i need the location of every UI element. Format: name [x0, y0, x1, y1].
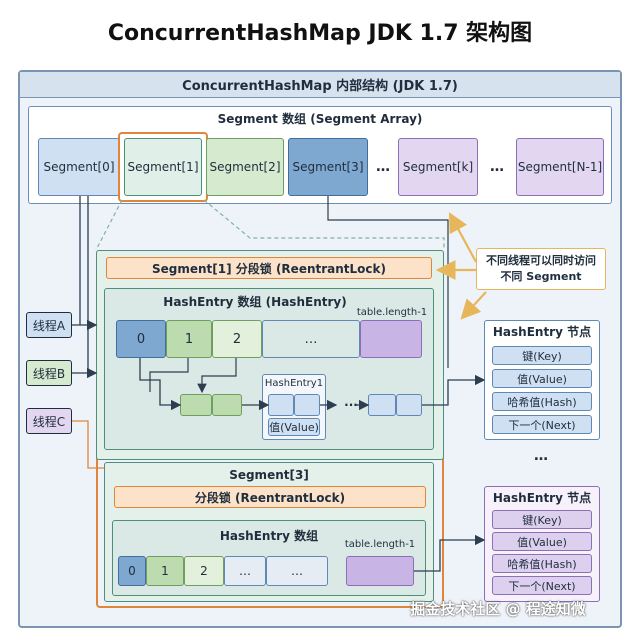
chain-tail-next — [396, 394, 422, 416]
node-1-value-field: 值(Value) — [492, 369, 592, 388]
hashentry-array-title: HashEntry 数组 (HashEntry) — [163, 294, 347, 309]
node-2-hash-field: 哈希值(Hash) — [492, 554, 592, 573]
segment-3-lock: 分段锁 (ReentrantLock) — [114, 486, 426, 508]
segment-ellipsis: … — [376, 159, 390, 175]
bucket-0: 0 — [116, 320, 166, 358]
segment-3-cell: Segment[3] — [288, 138, 368, 196]
bucket-last — [360, 320, 422, 358]
concurrency-callout: 不同线程可以同时访问 不同 Segment — [476, 248, 606, 290]
node-1-key-field: 键(Key) — [492, 346, 592, 365]
thread-c: 线程C — [26, 408, 72, 434]
segment-3-hashentry-title: HashEntry 数组 — [219, 528, 319, 543]
hashentry-1-value: 值(Value) — [268, 418, 320, 436]
segment-2-cell: Segment[2] — [206, 138, 284, 196]
segment-n-minus-1-cell: Segment[N-1] — [516, 138, 604, 196]
node-1-hash-field: 哈希值(Hash) — [492, 392, 592, 411]
node-2-key-field: 键(Key) — [492, 510, 592, 529]
node-2-value-field: 值(Value) — [492, 532, 592, 551]
chain-ellipsis: ··· — [344, 398, 358, 412]
segment-1-lock: Segment[1] 分段锁 (ReentrantLock) — [106, 257, 432, 279]
segment-3-bucket-1: 1 — [146, 556, 184, 586]
watermark: 掘金技术社区 @ 程途知微 — [410, 599, 586, 618]
bucket-2: 2 — [212, 320, 262, 358]
segment-1-cell: Segment[1] — [124, 138, 202, 196]
segment-3-bucket-0: 0 — [118, 556, 146, 586]
node-2-next-field: 下一个(Next) — [492, 576, 592, 595]
segment-3-bucket-ellipsis: … — [266, 556, 328, 586]
segment-3-bucket-2: 2 — [184, 556, 224, 586]
container-title: ConcurrentHashMap 内部结构 (JDK 1.7) — [20, 72, 620, 98]
bucket-1: 1 — [166, 320, 212, 358]
thread-b: 线程B — [26, 360, 72, 386]
node-gap-ellipsis: … — [534, 448, 548, 464]
hashentry-node-1-title: HashEntry 节点 — [492, 324, 592, 339]
segment-array-title: Segment 数组 (Segment Array) — [217, 111, 423, 126]
hashentry-1-label: HashEntry1 — [264, 377, 324, 389]
chain-node-next — [212, 394, 242, 416]
segment-3-bucket-last — [346, 556, 414, 586]
node-1-next-field: 下一个(Next) — [492, 415, 592, 434]
table-length-label: table.length-1 — [356, 306, 428, 318]
segment-3-title: Segment[3] — [229, 468, 309, 482]
segment-3-table-length: table.length-1 — [344, 538, 416, 550]
segment-3-bucket-ellipsis: … — [224, 556, 266, 586]
bucket-ellipsis: … — [262, 320, 360, 358]
segment-k-cell: Segment[k] — [398, 138, 478, 196]
thread-a: 线程A — [26, 312, 72, 338]
hashentry-1-next — [294, 394, 320, 416]
segment-ellipsis: … — [490, 159, 504, 175]
page-title: ConcurrentHashMap JDK 1.7 架构图 — [107, 21, 533, 46]
hashentry-node-2-title: HashEntry 节点 — [492, 490, 592, 505]
